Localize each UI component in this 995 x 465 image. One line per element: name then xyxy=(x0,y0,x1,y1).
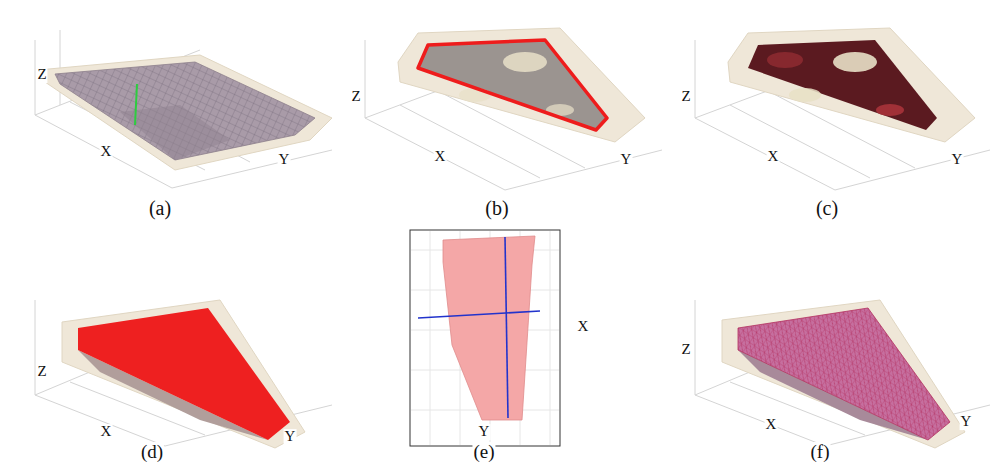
surface-b xyxy=(398,28,645,142)
axis-label: X xyxy=(767,149,780,165)
panel-label: (c) xyxy=(815,198,839,219)
axis-label: X xyxy=(100,144,113,160)
axis-label: Z xyxy=(680,89,691,105)
projection-e xyxy=(410,230,560,446)
axis-label: Y xyxy=(951,152,964,168)
axis-label: Y xyxy=(960,414,973,430)
panel-label: (f) xyxy=(810,442,831,462)
axis-label: Z xyxy=(36,364,47,380)
axes-grid xyxy=(35,30,990,446)
axis-label: Z xyxy=(36,67,47,83)
surface-a xyxy=(38,55,332,170)
surface-c xyxy=(728,28,975,142)
panel-label: (a) xyxy=(148,198,172,219)
axis-label: Y xyxy=(278,152,291,168)
axis-label: Z xyxy=(680,342,691,358)
surface-f xyxy=(722,300,965,448)
axis-label: Z xyxy=(350,89,361,105)
axis-label: X xyxy=(765,417,778,433)
panel-label: (b) xyxy=(484,198,509,219)
panel-label: (e) xyxy=(472,442,495,462)
panel-label: (d) xyxy=(140,442,164,462)
axis-label: Y xyxy=(478,424,491,440)
axis-label: X xyxy=(434,149,447,165)
axis-label: Y xyxy=(620,152,633,168)
axis-label: X xyxy=(100,424,113,440)
axis-label: Y xyxy=(284,429,297,445)
axis-label: X xyxy=(577,319,590,335)
surface-d xyxy=(62,300,305,448)
